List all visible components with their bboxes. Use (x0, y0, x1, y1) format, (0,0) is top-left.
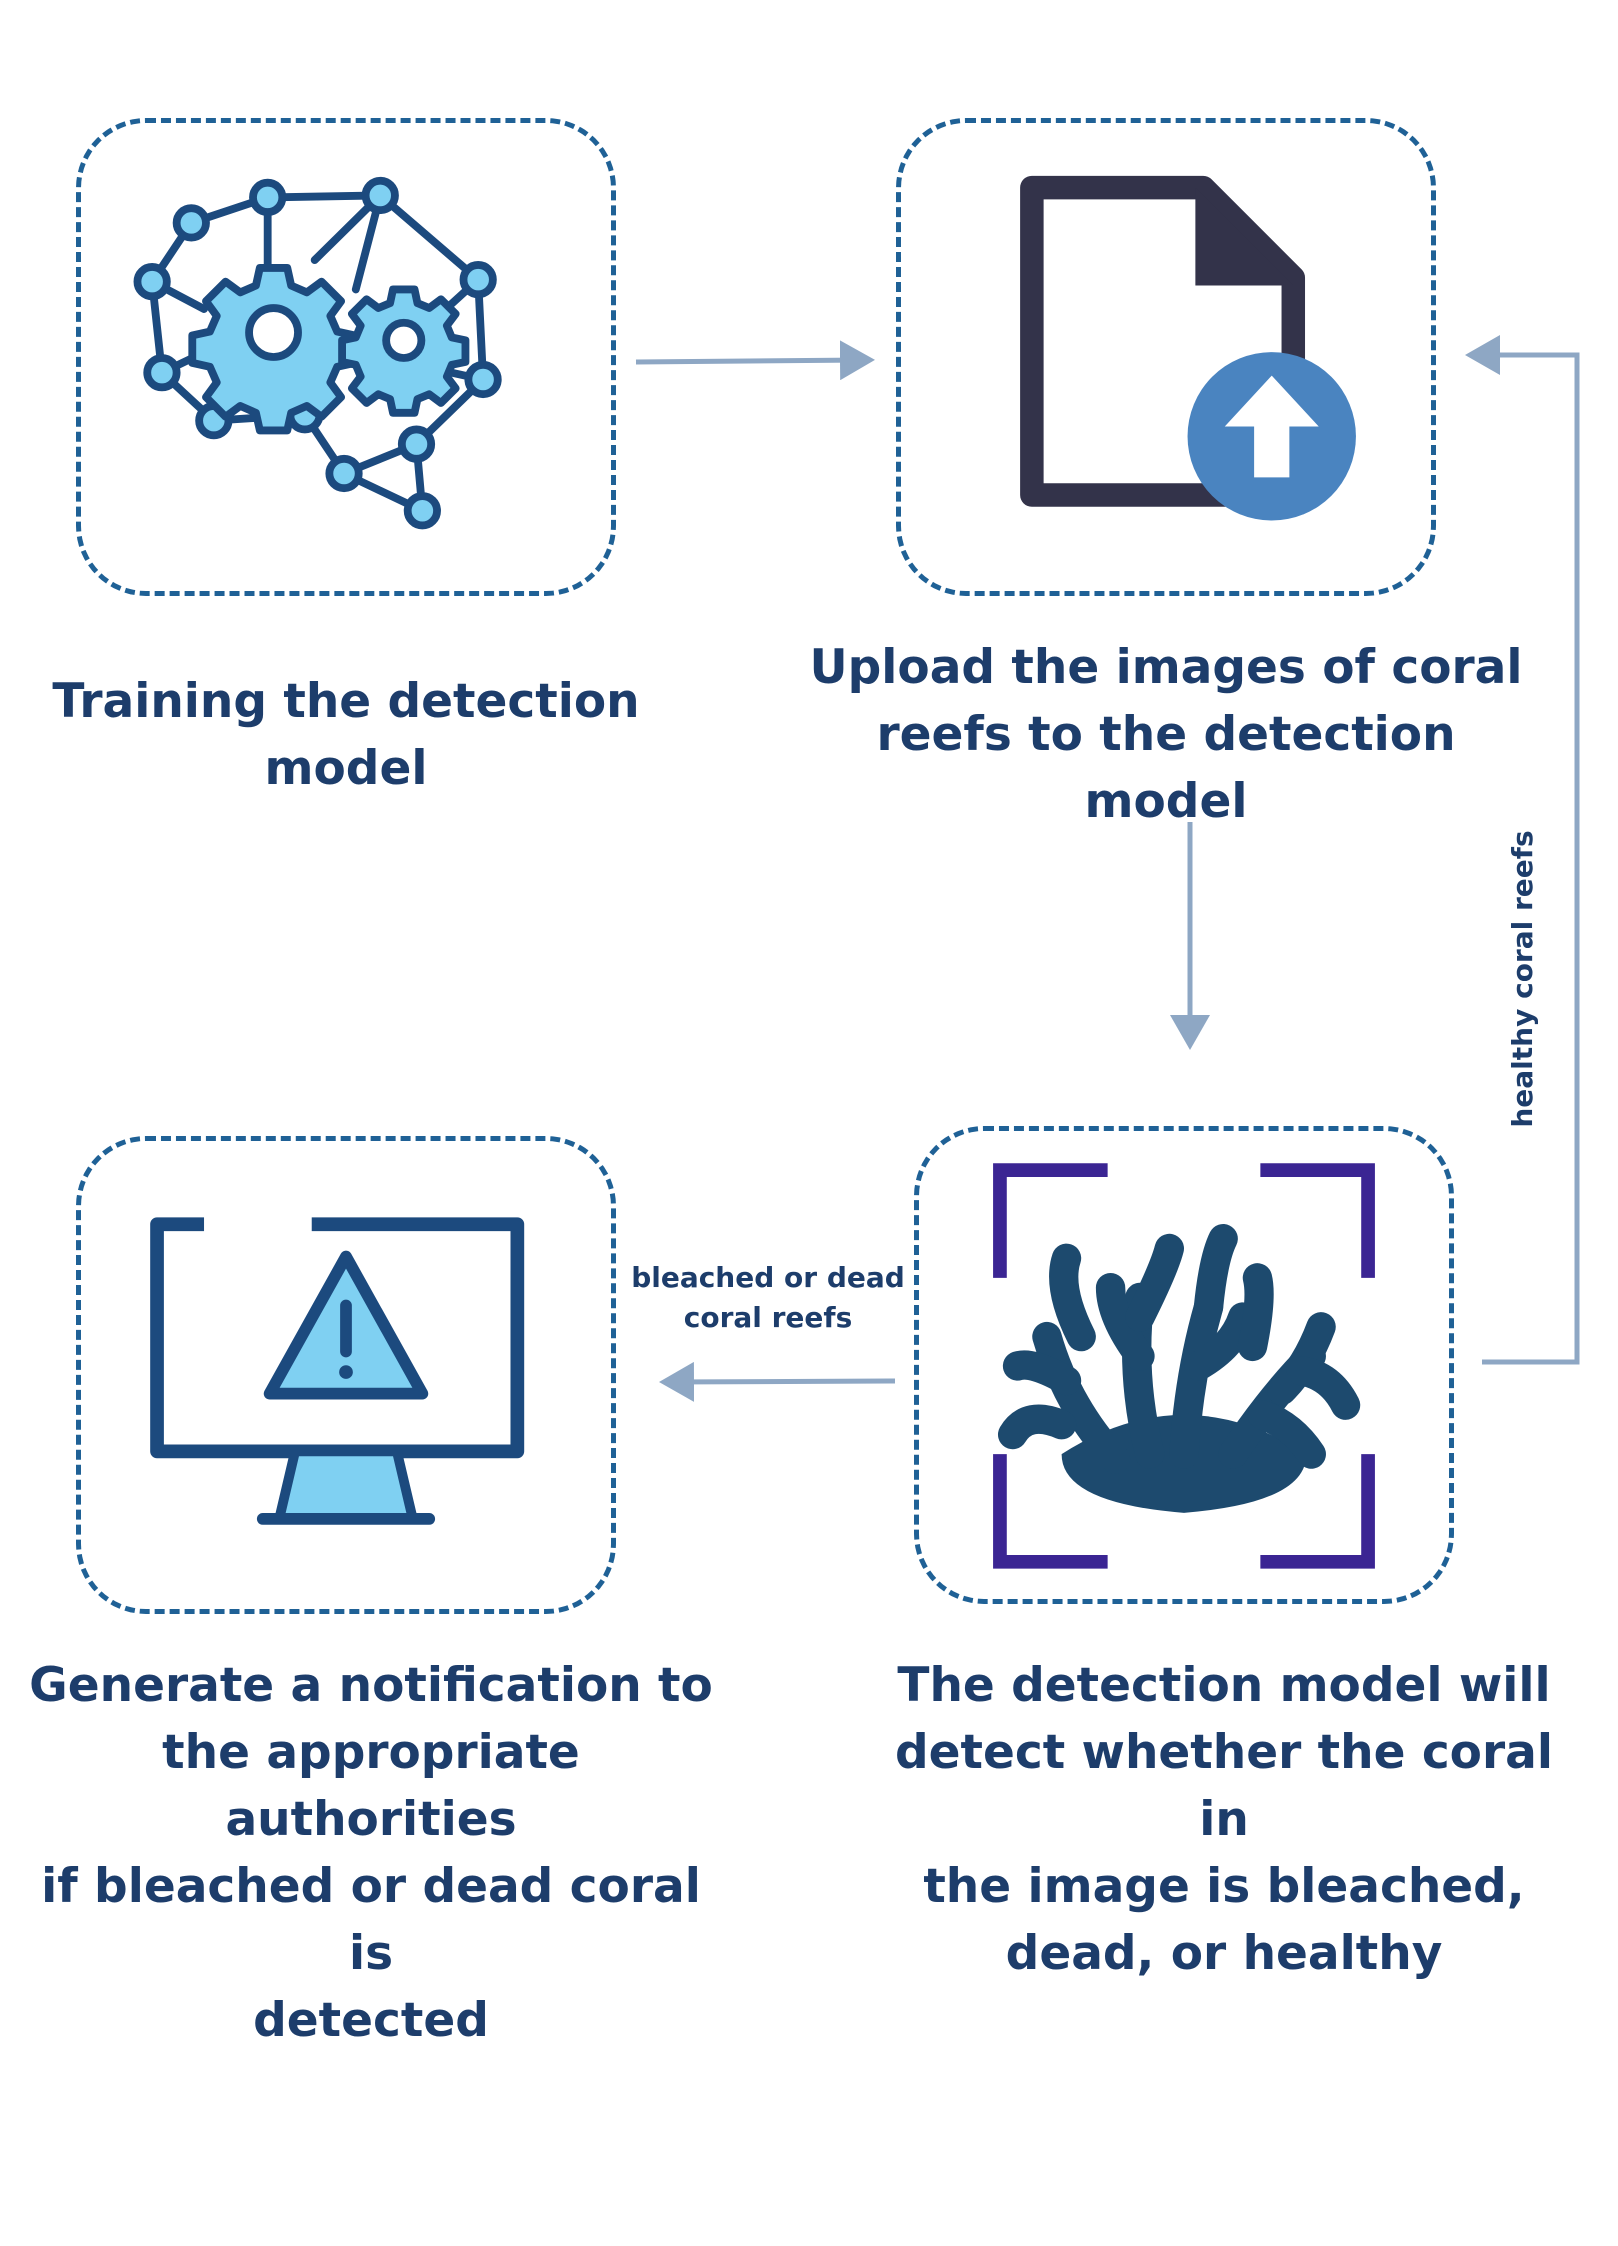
arrow-detect-to-notify (659, 1361, 896, 1402)
upload-step-caption: Upload the images of coral reefs to the … (809, 640, 1523, 829)
brain-gears-icon (133, 176, 502, 530)
healthy-edge-label: healthy coral reefs (1506, 830, 1539, 1128)
notify-step-box (76, 1136, 616, 1614)
notify-step-caption: Generate a notification to the appropria… (29, 1658, 713, 2048)
monitor-warning-icon (150, 1217, 525, 1525)
bleached-or-dead-edge-label: bleached or dead coral reefs (631, 1261, 905, 1334)
arrow-train-to-upload (635, 340, 875, 381)
detect-step-box (914, 1126, 1454, 1604)
training-step-caption: Training the detection model (52, 674, 640, 796)
training-step-box (76, 118, 616, 596)
coral-scan-icon (993, 1163, 1375, 1569)
file-upload-icon (1020, 175, 1356, 521)
detect-step-caption: The detection model will detect whether … (895, 1658, 1553, 1981)
upload-step-box (896, 118, 1436, 596)
